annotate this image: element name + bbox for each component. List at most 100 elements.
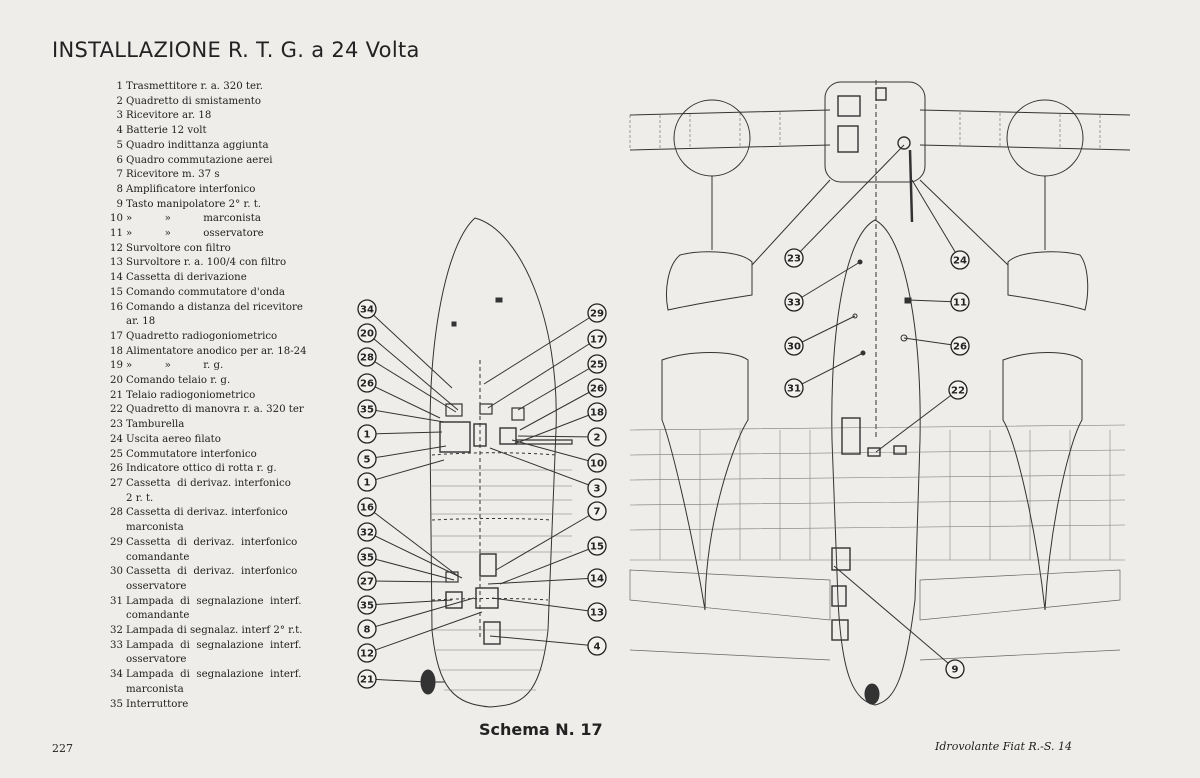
legend-number: 1 [116, 81, 123, 92]
callout-number: 18 [590, 408, 604, 419]
legend-item: osservatore [105, 580, 345, 595]
legend-text: ar. 18 [126, 316, 156, 328]
legend-item: marconista [105, 521, 345, 536]
legend-item: marconista [105, 683, 345, 698]
legend-item: ar. 18 [105, 315, 345, 330]
callout-leader-line [517, 435, 598, 438]
callout-leader-line [366, 611, 483, 654]
callout-circle [587, 453, 607, 473]
legend-text: Lampada di segnalaz. interf 2° r.t. [126, 625, 303, 637]
legend-number: 4 [116, 125, 123, 137]
legend-text: Batterie 12 volt [126, 125, 207, 137]
callout-leader-line [517, 363, 598, 411]
callout-leader-line [366, 597, 475, 630]
legend-text: » » osservatore [126, 228, 264, 240]
callout-circle [587, 427, 607, 447]
legend-text: Ricevitore m. 37 s [126, 169, 220, 181]
callout-number: 1 [364, 478, 371, 489]
legend-text: osservatore [126, 580, 187, 592]
callout-number: 20 [360, 329, 374, 340]
callout-circle [357, 669, 377, 689]
callout-circle [587, 501, 607, 521]
callout-circle [950, 292, 970, 312]
callout-circle [587, 536, 607, 556]
callout-leader-line [487, 338, 598, 409]
legend-number: 9 [116, 198, 123, 210]
callout-number: 8 [364, 625, 371, 636]
legend-text: Quadro commutazione aerei [126, 154, 273, 166]
callout-number: 34 [360, 305, 374, 316]
legend-text: Indicatore ottico di rotta r. g. [126, 463, 277, 475]
legend-number: 31 [110, 595, 123, 607]
legend-text: Cassetta di derivaz. interfonico [126, 477, 291, 489]
legend-text: Comando a distanza del ricevitore [126, 301, 303, 313]
legend-text: comandante [126, 610, 190, 622]
legend-number: 21 [110, 389, 123, 401]
legend-text: Trasmettitore r. a. 320 ter. [126, 81, 264, 92]
callout-circle [357, 571, 377, 591]
callout-leader-line [366, 531, 463, 579]
legend-item: osservatore [105, 653, 345, 668]
callout-leader-line [366, 678, 429, 683]
legend-number: 3 [116, 110, 123, 122]
callout-number: 12 [360, 649, 374, 660]
callout-number: 31 [787, 384, 801, 395]
legend-number: 29 [110, 536, 123, 548]
legend-text: Tasto manipolatore 2° r. t. [126, 198, 262, 210]
callout-leader-line [366, 506, 459, 577]
legend-text: Cassetta di derivaz. interfonico [126, 507, 288, 519]
legend-text: marconista [126, 683, 184, 695]
legend-number: 11 [110, 228, 123, 240]
callout-circle [948, 380, 968, 400]
callout-number: 26 [590, 384, 604, 395]
callout-circle [357, 619, 377, 639]
legend-number: 20 [110, 375, 123, 387]
callout-number: 26 [953, 342, 967, 353]
callout-circle [784, 292, 804, 312]
callout-leader-line [519, 387, 598, 431]
callout-number: 4 [594, 642, 601, 653]
callout-circle [357, 323, 377, 343]
legend-number: 13 [110, 257, 123, 269]
callout-number: 32 [360, 528, 374, 539]
callout-circle [784, 336, 804, 356]
legend-text: Lampada di segnalazione interf. [126, 595, 302, 607]
legend-number: 19 [110, 360, 123, 372]
callout-circle [587, 303, 607, 323]
callout-leader-line [366, 459, 445, 483]
legend-text: Quadretto radiogoniometrico [126, 330, 278, 342]
callout-leader-line [793, 261, 861, 303]
callout-circle [587, 402, 607, 422]
plan-view [629, 80, 1131, 706]
callout-leader-line [366, 556, 455, 581]
callout-circle [357, 424, 377, 444]
legend-number: 32 [110, 625, 123, 637]
callout-leader-line [366, 332, 459, 411]
legend-number: 34 [110, 669, 123, 681]
legend-text: » » marconista [126, 213, 261, 225]
callout-leader-line [793, 315, 856, 347]
callout-group: 3420282635151163235273581221291725261821… [357, 144, 970, 689]
callout-number: 29 [590, 309, 604, 320]
legend-number: 6 [116, 154, 123, 166]
callout-leader-line [511, 439, 598, 464]
legend-text: osservatore [126, 654, 187, 666]
callout-leader-line [875, 389, 959, 453]
callout-leader-line [366, 308, 453, 389]
